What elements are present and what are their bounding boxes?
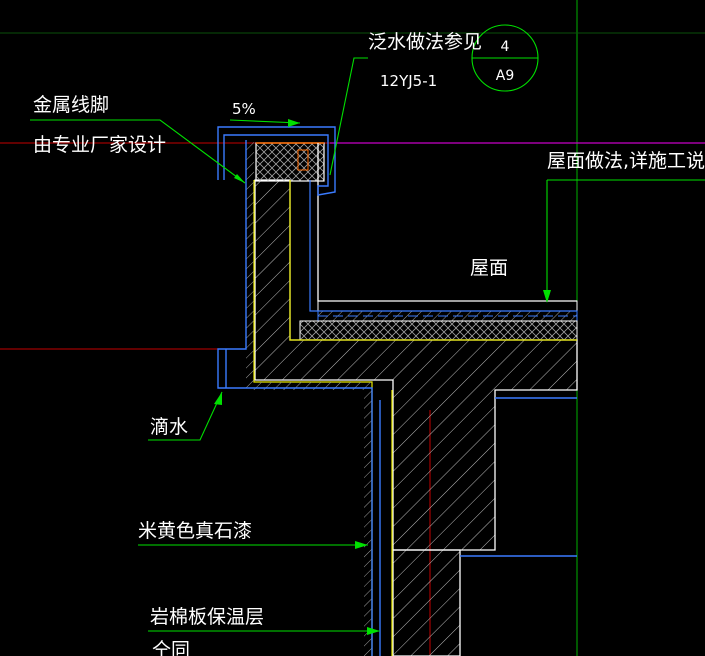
roof-layer-top (317, 300, 578, 312)
label-insulation: 岩棉板保温层 (150, 606, 264, 628)
label-by-manufacturer: 由专业厂家设计 (33, 134, 166, 156)
arrow-drip (214, 392, 222, 405)
metal-trim-cap (217, 126, 336, 196)
arrow-paint (355, 541, 368, 549)
leader-arrows (214, 119, 551, 635)
axis-lines (0, 142, 705, 656)
leader-metal-trim (30, 119, 246, 184)
detail-ref-number: 4 (501, 39, 510, 55)
coping-cap (255, 142, 325, 182)
insulation-inner-line (289, 180, 577, 341)
roof-layers (299, 300, 578, 341)
parapet-inner-finish (317, 143, 577, 302)
coping-block (255, 142, 325, 182)
label-roof-method: 屋面做法,详施工说明 (547, 150, 705, 172)
label-roof: 屋面 (470, 257, 508, 279)
label-metal-trim: 金属线脚 (33, 94, 109, 116)
outer-skin (217, 126, 577, 656)
label-paint: 米黄色真石漆 (138, 520, 252, 542)
leader-lines (30, 24, 705, 632)
parapet-structure (254, 179, 578, 656)
roof-layer-insulation (299, 320, 578, 341)
outer-skin-wall (217, 140, 373, 656)
detail-ref-sheet: A9 (496, 68, 514, 84)
arrow-roof-method (543, 290, 551, 303)
leader-flashing (329, 57, 368, 176)
label-flashing-ref: 泛水做法参见 (368, 31, 482, 53)
parapet-inner-membrane (309, 180, 577, 312)
arrow-metal-trim (234, 174, 245, 183)
arrow-slope (288, 119, 300, 127)
label-same: 仝同 (152, 639, 190, 656)
label-standard: 12YJ5-1 (380, 72, 437, 90)
leader-drip (148, 391, 223, 441)
label-slope: 5% (232, 100, 256, 118)
concrete-column (392, 549, 461, 656)
coping-anchor (297, 149, 309, 171)
concrete-section (254, 179, 578, 551)
arrow-insulation (367, 627, 380, 635)
label-drip: 滴水 (150, 416, 188, 438)
